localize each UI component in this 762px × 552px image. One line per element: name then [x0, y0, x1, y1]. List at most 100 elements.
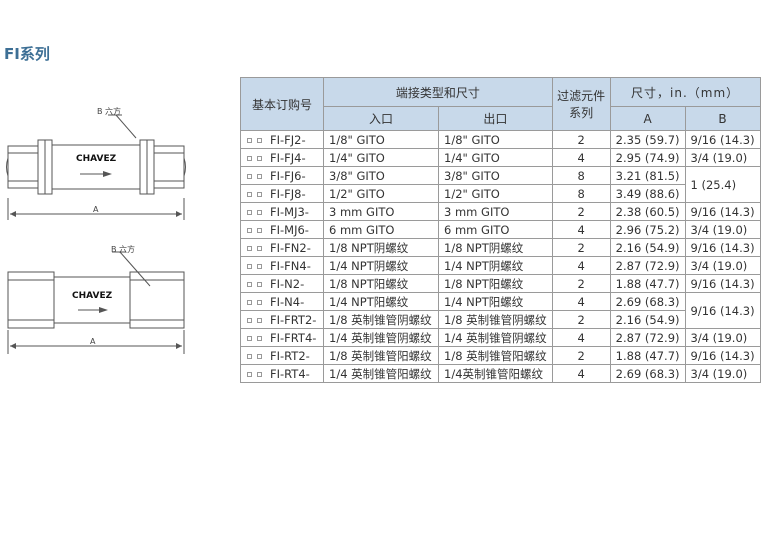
cell-dim-b: 9/16 (14.3)	[684, 346, 761, 365]
cell-dim-b: 3/4 (19.0)	[684, 364, 761, 383]
flow-arrow-head	[103, 171, 112, 177]
option-checkbox-icon	[247, 299, 252, 305]
option-checkbox-icon	[247, 317, 252, 323]
option-checkbox-icon	[257, 137, 262, 143]
cell-dim-a: 2.95 (74.9)	[609, 148, 686, 167]
cell-order-no: FI-FRT2-	[240, 310, 324, 329]
cell-inlet: 6 mm GITO	[323, 220, 439, 239]
cell-inlet: 1/8 英制锥管阴螺纹	[323, 310, 439, 329]
header-filter-element: 过滤元件 系列	[551, 77, 611, 131]
cell-dim-a: 2.69 (68.3)	[609, 292, 686, 311]
order-number: FI-FRT2-	[270, 312, 317, 327]
cell-order-no: FI-MJ6-	[240, 220, 324, 239]
cell-dim-b: 9/16 (14.3)	[684, 238, 761, 257]
order-number: FI-FJ6-	[270, 168, 306, 183]
option-checkbox-icon	[247, 137, 252, 143]
option-checkbox-icon	[257, 227, 262, 233]
option-checkbox-icon	[257, 245, 262, 251]
cell-outlet: 1/4 NPT阳螺纹	[438, 292, 553, 311]
option-checkbox-icon	[257, 191, 262, 197]
cell-order-no: FI-FN2-	[240, 238, 324, 257]
order-number: FI-FN4-	[270, 258, 311, 273]
cell-dim-a: 2.38 (60.5)	[609, 202, 686, 221]
dimension-label-a: A	[90, 337, 96, 346]
option-checkbox-icon	[247, 245, 252, 251]
cell-inlet: 1/8 英制锥管阳螺纹	[323, 346, 439, 365]
option-checkbox-icon	[247, 191, 252, 197]
option-checkbox-icon	[257, 353, 262, 359]
option-checkbox-icon	[247, 335, 252, 341]
series-title: FI系列	[4, 45, 50, 63]
option-checkbox-icon	[247, 227, 252, 233]
cell-order-no: FI-MJ3-	[240, 202, 324, 221]
cell-filter-series: 4	[551, 256, 611, 275]
cell-outlet: 1/4 英制锥管阴螺纹	[438, 328, 553, 347]
option-checkbox-icon	[257, 263, 262, 269]
cell-outlet: 1/4英制锥管阳螺纹	[438, 364, 553, 383]
flow-arrow-head	[99, 307, 108, 313]
cell-filter-series: 4	[551, 364, 611, 383]
cell-dim-a: 2.16 (54.9)	[609, 238, 686, 257]
cell-filter-series: 2	[551, 310, 611, 329]
cell-inlet: 3/8" GITO	[323, 166, 439, 185]
option-checkbox-icon	[247, 263, 252, 269]
option-checkbox-icon	[257, 299, 262, 305]
cell-outlet: 1/2" GITO	[438, 184, 553, 203]
cell-dim-b: 3/4 (19.0)	[684, 256, 761, 275]
option-checkbox-icon	[247, 353, 252, 359]
hex-label: B 六方	[111, 244, 135, 254]
cell-dim-a: 2.69 (68.3)	[609, 364, 686, 383]
cell-inlet: 1/8" GITO	[323, 130, 439, 149]
cell-dim-b: 9/16 (14.3)	[684, 292, 761, 329]
cell-filter-series: 2	[551, 238, 611, 257]
cell-dim-a: 1.88 (47.7)	[609, 346, 686, 365]
cell-order-no: FI-N2-	[240, 274, 324, 293]
header-dim-a: A	[609, 106, 686, 131]
fitting-drawing-tube-ends: B 六方 CHAVEZ A	[6, 106, 186, 220]
option-checkbox-icon	[257, 317, 262, 323]
header-order-no: 基本订购号	[240, 77, 324, 131]
cell-dim-b: 3/4 (19.0)	[684, 148, 761, 167]
cell-inlet: 1/4 英制锥管阳螺纹	[323, 364, 439, 383]
header-end-connection: 端接类型和尺寸	[323, 77, 553, 107]
cell-filter-series: 4	[551, 148, 611, 167]
cell-outlet: 1/4" GITO	[438, 148, 553, 167]
header-filter-element-line1: 过滤元件	[557, 89, 606, 103]
header-dimensions: 尺寸，in.（mm）	[609, 77, 761, 107]
cell-dim-b: 3/4 (19.0)	[684, 220, 761, 239]
cell-dim-a: 1.88 (47.7)	[609, 274, 686, 293]
cell-outlet: 1/8 英制锥管阳螺纹	[438, 346, 553, 365]
spec-table: 基本订购号 端接类型和尺寸 过滤元件 系列 尺寸，in.（mm） 入口 出口 A…	[240, 77, 761, 383]
cell-inlet: 1/8 NPT阳螺纹	[323, 274, 439, 293]
order-number: FI-N2-	[270, 276, 305, 291]
dimension-label-a: A	[93, 205, 99, 214]
cell-inlet: 1/4 英制锥管阴螺纹	[323, 328, 439, 347]
option-checkbox-icon	[247, 155, 252, 161]
cell-dim-a: 3.49 (88.6)	[609, 184, 686, 203]
cell-inlet: 3 mm GITO	[323, 202, 439, 221]
order-number: FI-FJ2-	[270, 132, 306, 147]
cell-outlet: 3/8" GITO	[438, 166, 553, 185]
option-checkbox-icon	[257, 281, 262, 287]
cell-filter-series: 4	[551, 220, 611, 239]
cell-outlet: 1/8 英制锥管阴螺纹	[438, 310, 553, 329]
cell-order-no: FI-FJ2-	[240, 130, 324, 149]
cell-dim-a: 2.16 (54.9)	[609, 310, 686, 329]
cell-order-no: FI-FJ4-	[240, 148, 324, 167]
option-checkbox-icon	[257, 155, 262, 161]
cell-inlet: 1/4 NPT阳螺纹	[323, 292, 439, 311]
cell-dim-b: 9/16 (14.3)	[684, 130, 761, 149]
option-checkbox-icon	[247, 173, 252, 179]
cell-inlet: 1/4 NPT阴螺纹	[323, 256, 439, 275]
order-number: FI-RT4-	[270, 366, 310, 381]
cell-order-no: FI-N4-	[240, 292, 324, 311]
